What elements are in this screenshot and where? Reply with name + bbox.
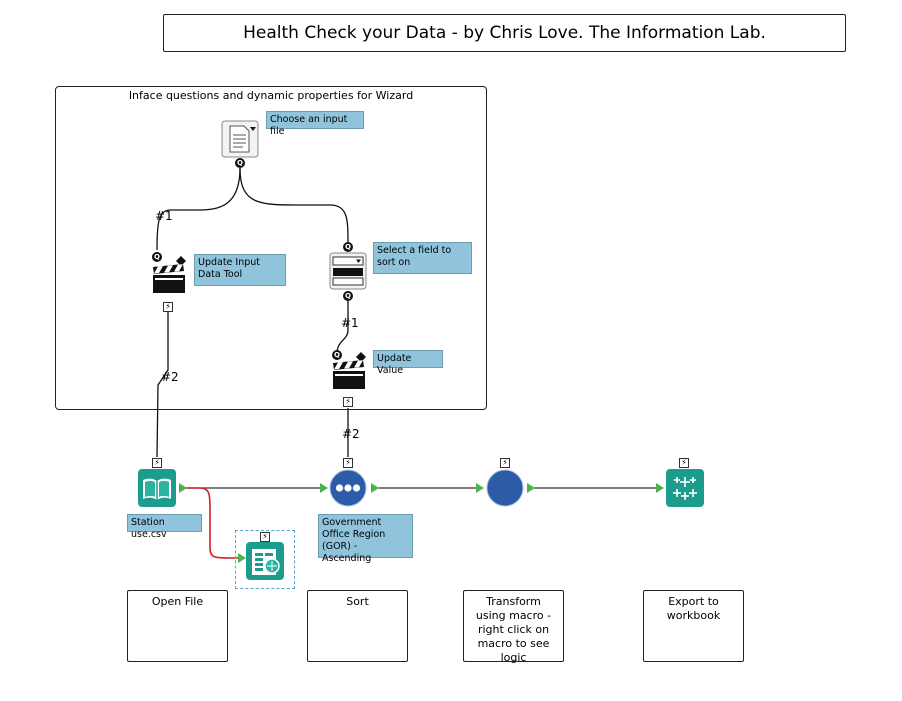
macro-tool[interactable] bbox=[486, 469, 524, 507]
wire-browse-to-dropdown bbox=[239, 167, 349, 244]
input-anchor-icon[interactable] bbox=[656, 483, 664, 493]
input-anchor-icon[interactable] bbox=[476, 483, 484, 493]
action-anchor-icon[interactable]: ⚡ bbox=[260, 532, 270, 542]
connection-label: #2 bbox=[161, 370, 179, 384]
question-anchor-icon[interactable]: Q bbox=[343, 291, 353, 301]
annotation-select-field: Select a field to sort on bbox=[373, 242, 472, 274]
action-tool-update-value[interactable] bbox=[330, 352, 370, 392]
comment-export: Export to workbook bbox=[643, 590, 744, 662]
annotation-update-input: Update Input Data Tool bbox=[194, 254, 286, 286]
question-anchor-icon[interactable]: Q bbox=[152, 252, 162, 262]
macro-circle-icon bbox=[486, 469, 524, 507]
action-anchor-icon[interactable]: ⚡ bbox=[343, 397, 353, 407]
workflow-title: Health Check your Data - by Chris Love. … bbox=[163, 14, 846, 52]
dropdown-icon bbox=[329, 252, 367, 290]
clapperboard-action-icon bbox=[153, 256, 186, 293]
action-anchor-icon[interactable]: ⚡ bbox=[163, 302, 173, 312]
output-anchor-icon[interactable] bbox=[527, 483, 535, 493]
connection-label: #1 bbox=[341, 316, 359, 330]
connection-label: #2 bbox=[342, 427, 360, 441]
comment-transform: Transform using macro - right click on m… bbox=[463, 590, 564, 664]
file-browse-tool[interactable] bbox=[221, 120, 259, 158]
output-anchor-icon[interactable] bbox=[371, 483, 379, 493]
container-title: Inface questions and dynamic properties … bbox=[128, 89, 414, 102]
wire-input-to-browse bbox=[186, 487, 238, 559]
file-browse-icon bbox=[221, 120, 259, 158]
question-anchor-icon[interactable]: Q bbox=[343, 242, 353, 252]
input-data-book-icon bbox=[138, 469, 176, 507]
question-anchor-icon[interactable]: Q bbox=[332, 350, 342, 360]
annotation-input-file: Station use.csv bbox=[127, 514, 202, 540]
comment-open-file: Open File bbox=[127, 590, 228, 662]
browse-tool-selection[interactable] bbox=[235, 530, 295, 589]
annotation-file-browse: Choose an input file bbox=[266, 111, 364, 137]
action-tool-update-input[interactable] bbox=[150, 256, 190, 296]
browse-tool[interactable] bbox=[246, 542, 284, 580]
tableau-output-icon bbox=[666, 469, 704, 507]
input-anchor-icon[interactable] bbox=[320, 483, 328, 493]
sort-dots-icon bbox=[329, 469, 367, 507]
wire-browse-to-action1 bbox=[156, 167, 241, 251]
action-anchor-icon[interactable]: ⚡ bbox=[679, 458, 689, 468]
annotation-sort: Government Office Region (GOR) - Ascendi… bbox=[318, 514, 413, 564]
wire-dropdown-to-action2 bbox=[336, 300, 349, 353]
wire-action1-to-input bbox=[156, 310, 169, 458]
output-tool[interactable] bbox=[666, 469, 704, 507]
annotation-update-value: Update Value bbox=[373, 350, 443, 376]
comment-sort: Sort bbox=[307, 590, 408, 662]
action-anchor-icon[interactable]: ⚡ bbox=[500, 458, 510, 468]
input-anchor-icon[interactable] bbox=[238, 553, 246, 563]
input-data-tool[interactable] bbox=[138, 469, 176, 507]
tool-container[interactable] bbox=[55, 86, 487, 410]
question-anchor-icon[interactable]: Q bbox=[235, 158, 245, 168]
clapperboard-action-icon bbox=[333, 352, 366, 389]
connection-label: #1 bbox=[155, 209, 173, 223]
dropdown-tool[interactable] bbox=[329, 252, 367, 290]
action-anchor-icon[interactable]: ⚡ bbox=[343, 458, 353, 468]
action-anchor-icon[interactable]: ⚡ bbox=[152, 458, 162, 468]
output-anchor-icon[interactable] bbox=[179, 483, 187, 493]
browse-icon bbox=[246, 542, 284, 580]
sort-tool[interactable] bbox=[329, 469, 367, 507]
